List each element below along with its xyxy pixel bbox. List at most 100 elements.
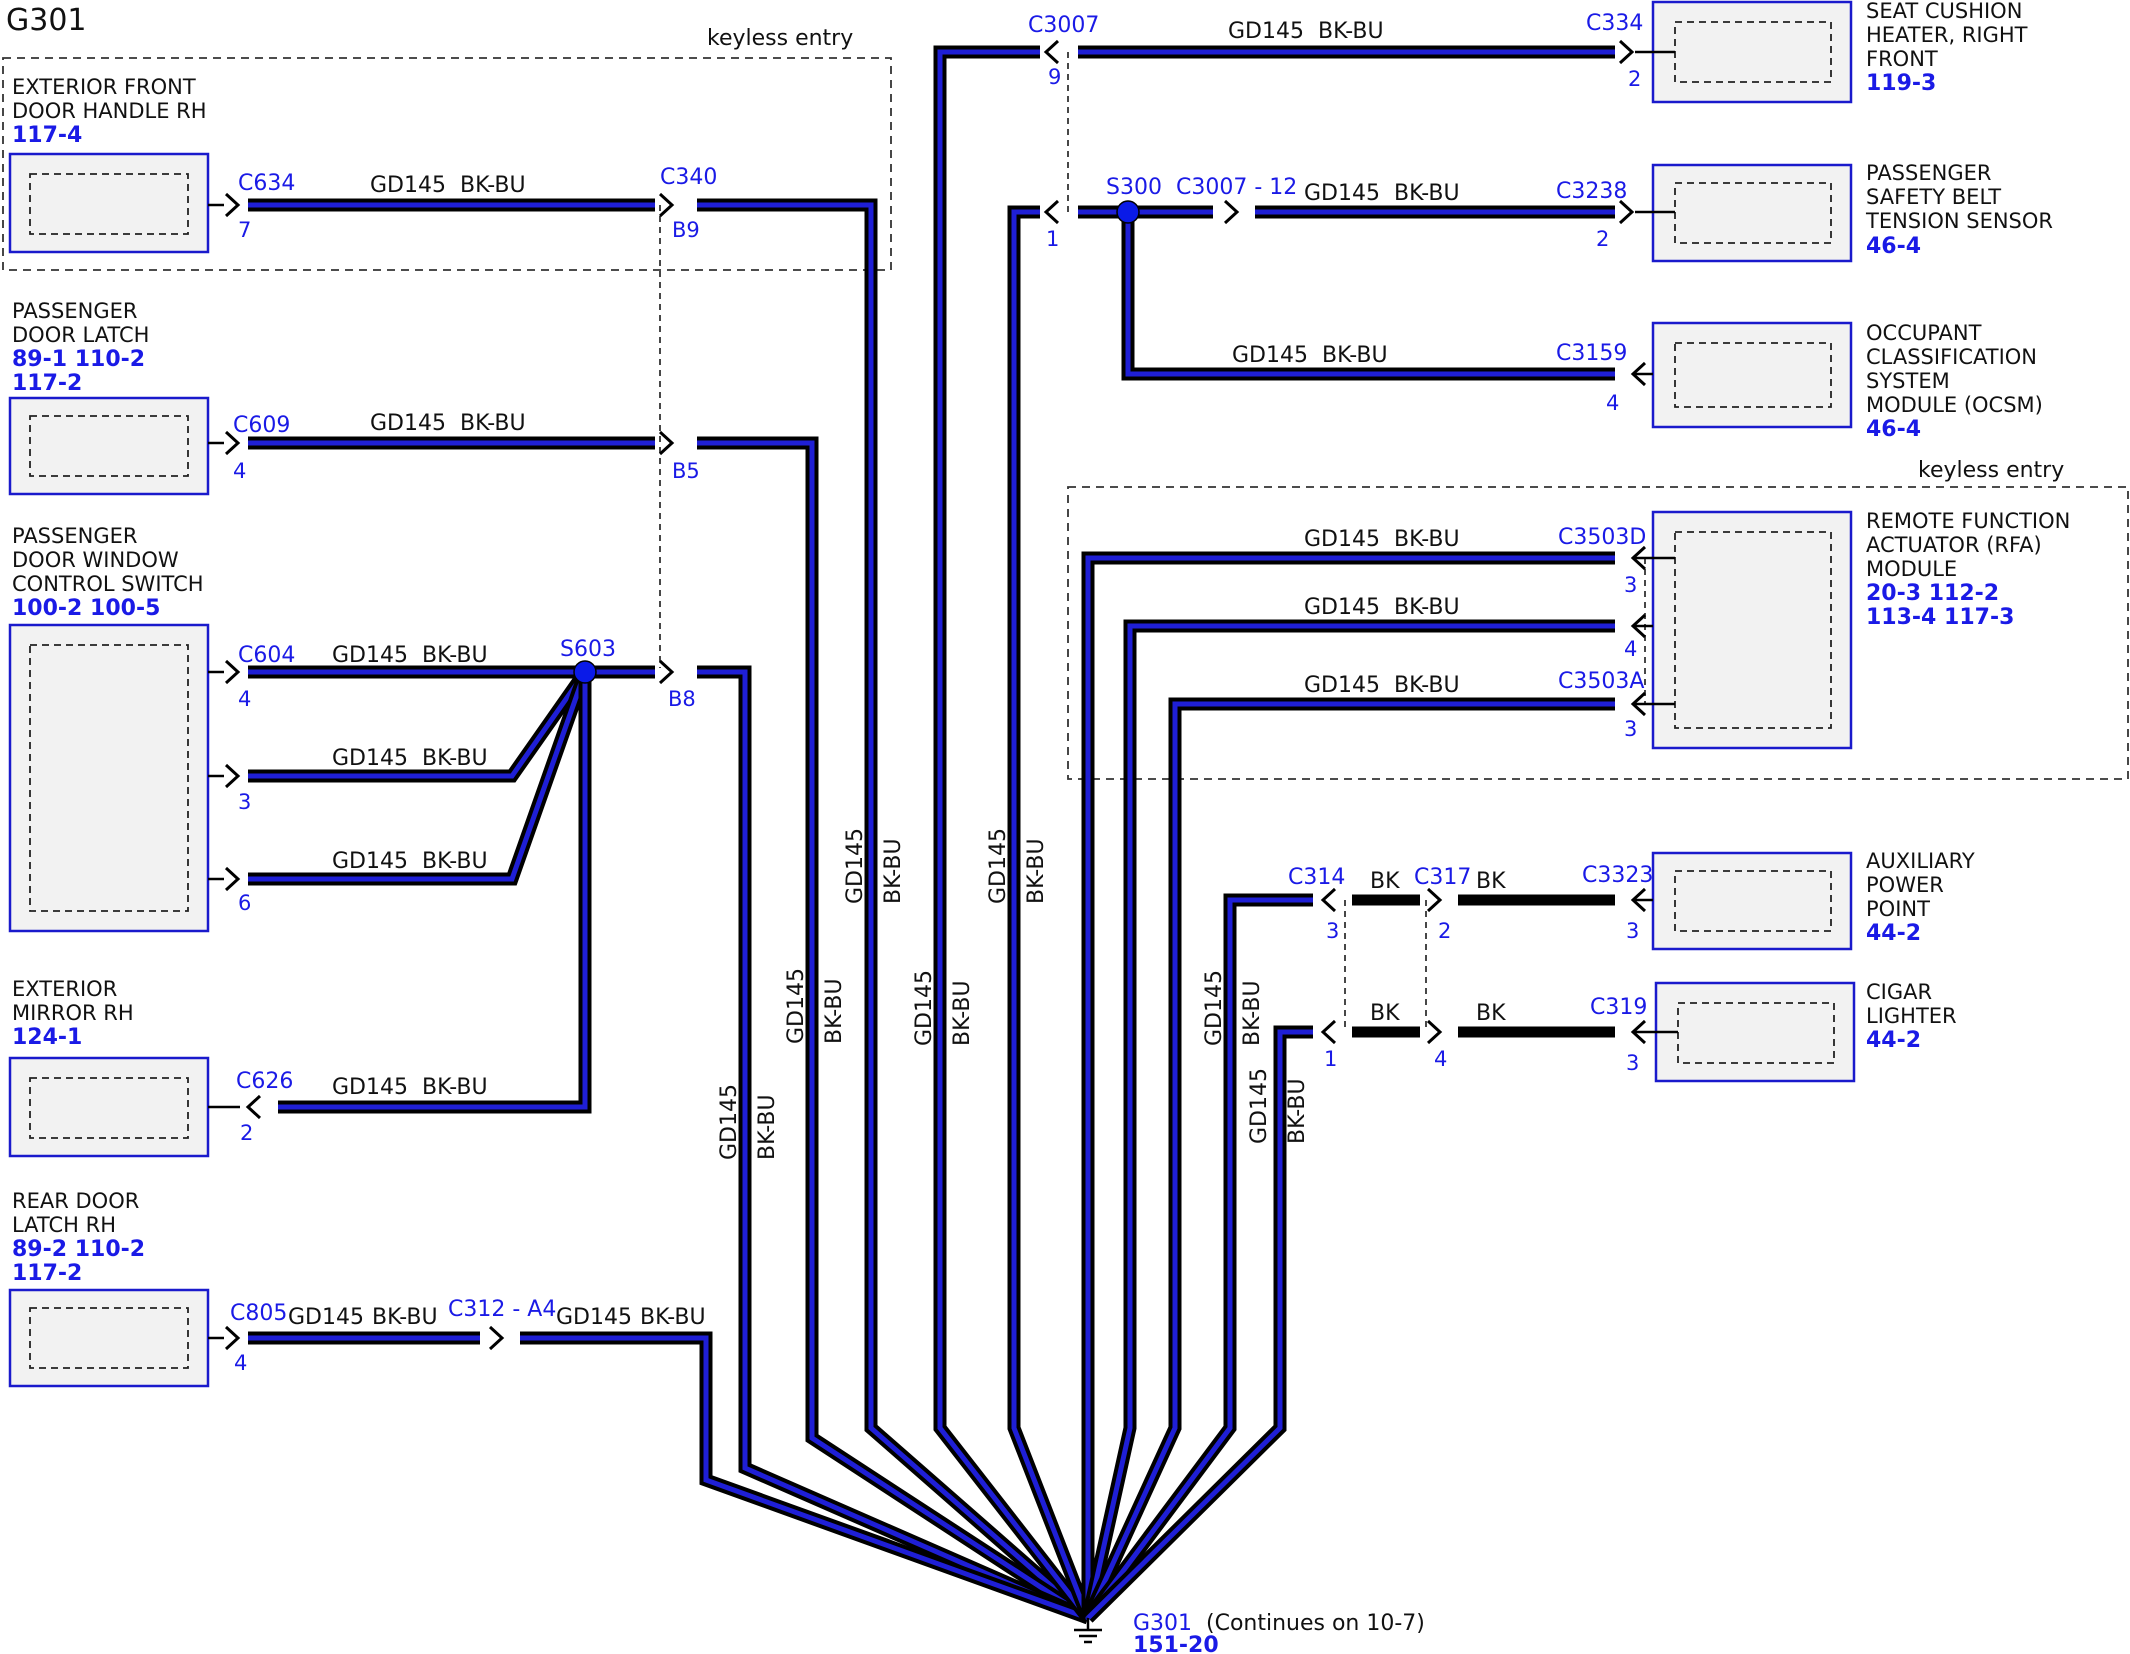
svg-text:124-1: 124-1 — [12, 1025, 82, 1050]
svg-text:3: 3 — [1626, 1051, 1639, 1075]
svg-text:46-4: 46-4 — [1866, 417, 1921, 442]
svg-text:MODULE: MODULE — [1866, 557, 1957, 581]
svg-text:C3159: C3159 — [1556, 341, 1627, 366]
keyless-entry-label-right: keyless entry — [1918, 458, 2064, 483]
wires — [208, 45, 1678, 1625]
svg-text:DOOR LATCH: DOOR LATCH — [12, 323, 149, 347]
svg-text:119-3: 119-3 — [1866, 71, 1936, 96]
svg-text:BK: BK — [1476, 1001, 1506, 1026]
svg-text:3: 3 — [1624, 573, 1637, 597]
svg-text:C634: C634 — [238, 171, 295, 196]
svg-text:B9: B9 — [672, 218, 700, 242]
splice-s603 — [573, 660, 597, 684]
component-exterior-front-door-handle: EXTERIOR FRONT DOOR HANDLE RH 117-4 — [8, 75, 210, 254]
svg-text:OCCUPANT: OCCUPANT — [1866, 321, 1982, 345]
svg-text:GD145: GD145 — [843, 828, 868, 904]
svg-text:CONTROL SWITCH: CONTROL SWITCH — [12, 572, 204, 596]
svg-text:9: 9 — [1048, 65, 1061, 89]
svg-text:B8: B8 — [668, 687, 696, 711]
component-seat-cushion-heater: SEAT CUSHION HEATER, RIGHT FRONT 119-3 — [1651, 0, 2028, 104]
svg-text:C3238: C3238 — [1556, 179, 1627, 204]
svg-text:EXTERIOR FRONT: EXTERIOR FRONT — [12, 75, 196, 99]
svg-text:BK-BU: BK-BU — [1285, 1078, 1310, 1144]
svg-text:BK: BK — [1370, 869, 1400, 894]
svg-text:SYSTEM: SYSTEM — [1866, 369, 1950, 393]
svg-text:B5: B5 — [672, 459, 700, 483]
svg-text:4: 4 — [233, 459, 246, 483]
svg-text:3: 3 — [1624, 717, 1637, 741]
svg-text:FRONT: FRONT — [1866, 47, 1938, 71]
svg-text:C805: C805 — [230, 1301, 287, 1326]
svg-text:BK: BK — [1370, 1001, 1400, 1026]
svg-text:4: 4 — [1606, 391, 1619, 415]
svg-text:ACTUATOR (RFA): ACTUATOR (RFA) — [1866, 533, 2042, 557]
svg-text:4: 4 — [1624, 637, 1637, 661]
svg-text:C3007 - 12: C3007 - 12 — [1176, 175, 1297, 200]
connector-chevrons — [224, 39, 1647, 1351]
svg-text:BK-BU: BK-BU — [822, 978, 847, 1044]
component-ocsm: OCCUPANT CLASSIFICATION SYSTEM MODULE (O… — [1651, 321, 2043, 442]
svg-text:44-2: 44-2 — [1866, 921, 1921, 946]
pin-numbers: 7 B9 4 B5 4 B8 3 6 2 4 9 1 2 2 4 3 4 3 3… — [233, 65, 1641, 1375]
svg-text:4: 4 — [234, 1351, 247, 1375]
svg-text:117-2: 117-2 — [12, 1261, 82, 1286]
svg-text:C334: C334 — [1586, 11, 1643, 36]
svg-text:C3323: C3323 — [1582, 863, 1653, 888]
ground-symbol — [1074, 1618, 1102, 1644]
svg-text:LATCH RH: LATCH RH — [12, 1213, 116, 1237]
svg-text:3: 3 — [1626, 919, 1639, 943]
svg-text:2: 2 — [1596, 227, 1609, 251]
svg-text:DOOR WINDOW: DOOR WINDOW — [12, 548, 179, 572]
svg-text:DOOR HANDLE RH: DOOR HANDLE RH — [12, 99, 207, 123]
svg-text:2: 2 — [240, 1121, 253, 1145]
svg-text:C3503D: C3503D — [1558, 525, 1646, 550]
splice-s300-label: S300 — [1106, 175, 1162, 200]
svg-text:4: 4 — [238, 687, 251, 711]
svg-text:POWER: POWER — [1866, 873, 1944, 897]
svg-text:C312 - A4: C312 - A4 — [448, 1297, 556, 1322]
svg-text:PASSENGER: PASSENGER — [12, 299, 137, 323]
vertical-wire-labels: GD145 BK-BU GD145 BK-BU GD145 BK-BU GD14… — [717, 828, 1310, 1160]
connector-labels: C634 C340 C609 C604 C626 C805 C312 - A4 … — [230, 11, 1653, 1326]
svg-text:GD145: GD145 — [912, 970, 937, 1046]
component-rear-door-latch-rh: REAR DOOR LATCH RH 89-2 110-2 117-2 — [8, 1189, 210, 1388]
svg-text:MODULE (OCSM): MODULE (OCSM) — [1866, 393, 2043, 417]
svg-text:GD145: GD145 — [717, 1084, 742, 1160]
svg-text:100-2 100-5: 100-2 100-5 — [12, 596, 160, 621]
keyless-entry-label-left: keyless entry — [707, 26, 853, 51]
svg-text:BK-BU: BK-BU — [1240, 980, 1265, 1046]
keyless-entry-region-left — [2, 57, 892, 271]
component-cigar-lighter: CIGAR LIGHTER 44-2 — [1654, 980, 1957, 1083]
svg-text:46-4: 46-4 — [1866, 234, 1921, 259]
ground-label: G301 — [1133, 1611, 1192, 1636]
svg-text:4: 4 — [1434, 1047, 1447, 1071]
svg-text:TENSION SENSOR: TENSION SENSOR — [1865, 209, 2053, 233]
svg-text:44-2: 44-2 — [1866, 1028, 1921, 1053]
keyless-entry-region-right — [1067, 486, 2129, 780]
svg-text:89-1 110-2: 89-1 110-2 — [12, 347, 145, 372]
component-passenger-door-window-control-switch: PASSENGER DOOR WINDOW CONTROL SWITCH 100… — [8, 524, 210, 933]
svg-text:REMOTE FUNCTION: REMOTE FUNCTION — [1866, 509, 2070, 533]
svg-text:BK-BU: BK-BU — [1024, 838, 1049, 904]
svg-text:PASSENGER: PASSENGER — [1866, 161, 1991, 185]
svg-text:20-3 112-2: 20-3 112-2 — [1866, 581, 1999, 606]
svg-text:GD145: GD145 — [1247, 1068, 1272, 1144]
svg-text:BK-BU: BK-BU — [950, 980, 975, 1046]
svg-text:89-2 110-2: 89-2 110-2 — [12, 1237, 145, 1262]
svg-text:REAR DOOR: REAR DOOR — [12, 1189, 139, 1213]
svg-text:SEAT CUSHION: SEAT CUSHION — [1866, 0, 2022, 23]
svg-text:GD145: GD145 — [1202, 970, 1227, 1046]
svg-text:POINT: POINT — [1866, 897, 1930, 921]
svg-text:SAFETY BELT: SAFETY BELT — [1866, 185, 2001, 209]
component-passenger-door-latch: PASSENGER DOOR LATCH 89-1 110-2 117-2 — [8, 299, 210, 496]
svg-text:CLASSIFICATION: CLASSIFICATION — [1866, 345, 2037, 369]
svg-text:C626: C626 — [236, 1069, 293, 1094]
svg-text:BK-BU: BK-BU — [881, 838, 906, 904]
svg-text:6: 6 — [238, 891, 251, 915]
